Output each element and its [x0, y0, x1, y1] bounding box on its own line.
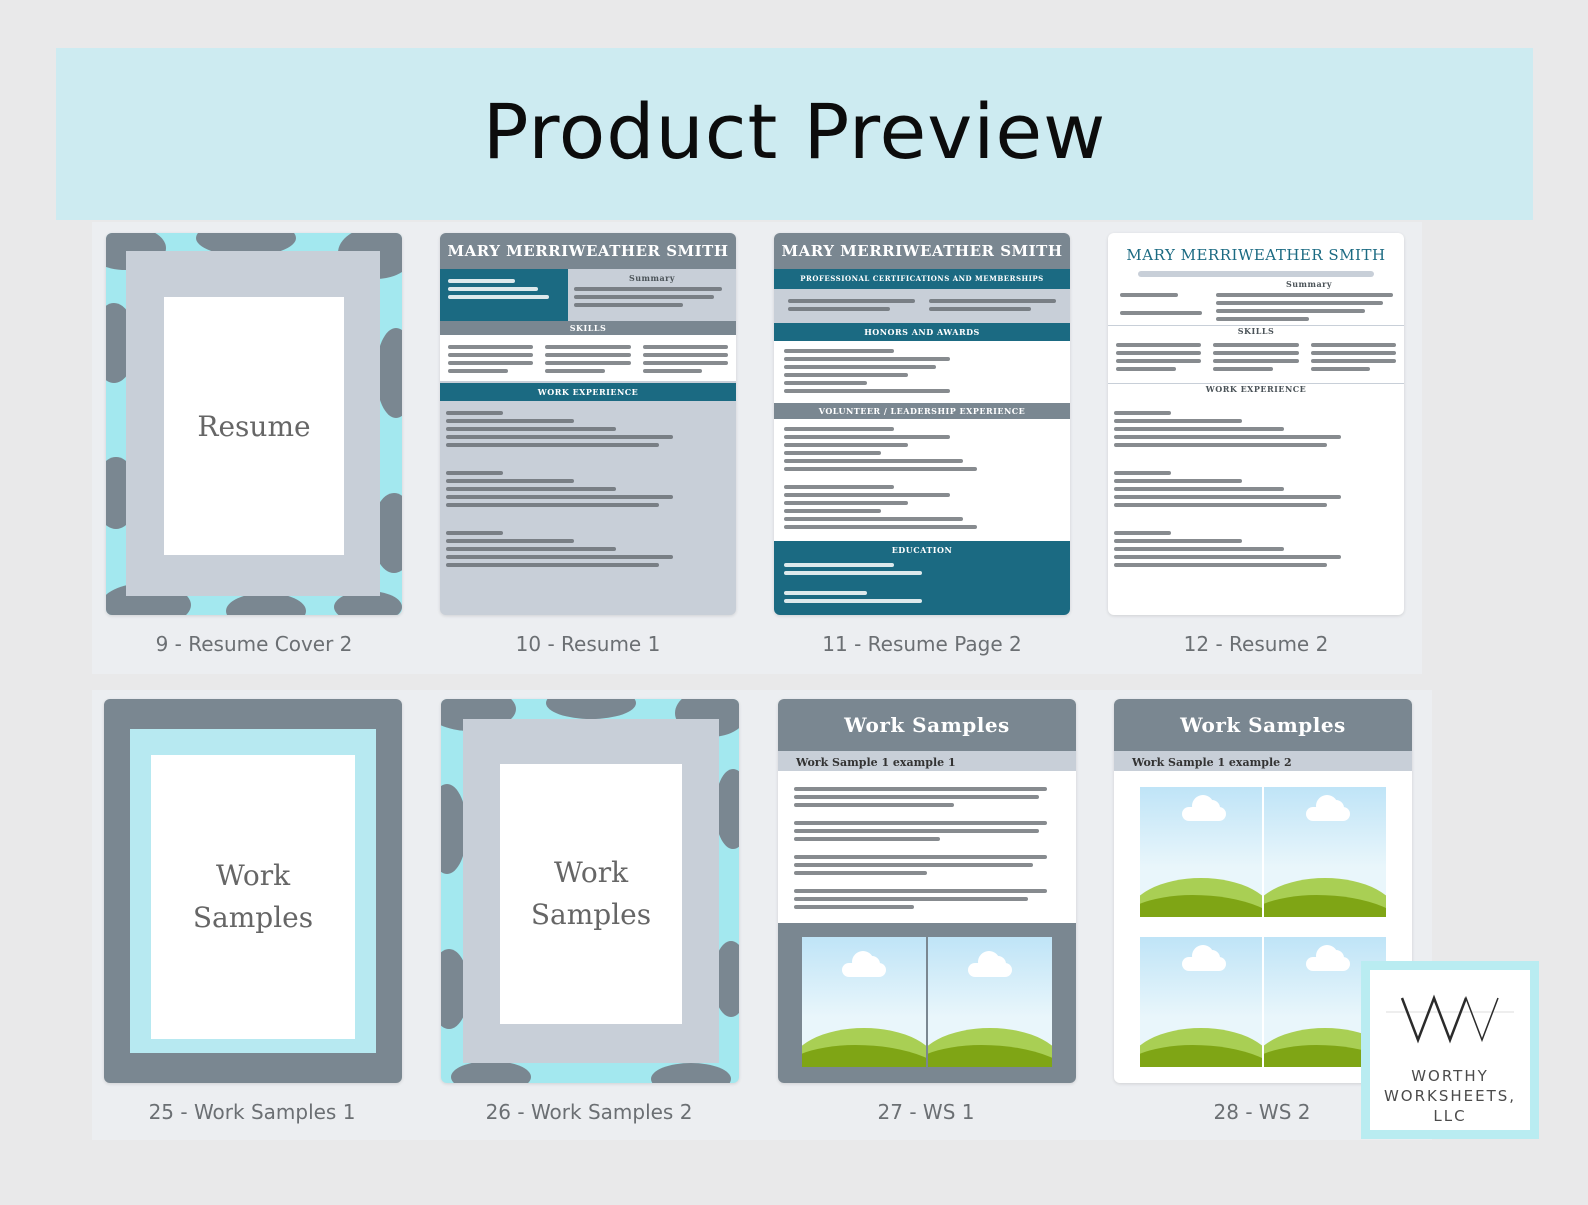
ww-monogram-icon: [1386, 994, 1514, 1044]
summary-label: Summary: [1285, 279, 1333, 289]
ws-subtitle-bar: Work Sample 1 example 1: [778, 751, 1076, 771]
cloud-icon: [1306, 795, 1350, 821]
product-preview-banner: Product Preview: [56, 48, 1533, 220]
summary-block: Summary: [1212, 275, 1404, 329]
placeholder-image: [802, 937, 926, 1067]
cover-paper: Work Samples: [500, 764, 682, 1024]
banner-title: Product Preview: [482, 86, 1107, 176]
ws-header: Work Samples: [1114, 699, 1412, 751]
cloud-icon: [968, 951, 1012, 977]
cloud-icon: [1182, 945, 1226, 971]
ws-header: Work Samples: [778, 699, 1076, 751]
page-thumbnail-ws-2[interactable]: Work Samples Work Sample 1 example 2: [1114, 699, 1412, 1083]
contact-block: [440, 269, 568, 321]
ws-subtitle-bar: Work Sample 1 example 2: [1114, 751, 1412, 771]
ws-title: Work Samples: [844, 713, 1010, 737]
education-bar: EDUCATION: [891, 545, 953, 555]
cloud-icon: [1306, 945, 1350, 971]
experience-list: [1114, 407, 1398, 571]
cover-paper: Work Samples: [151, 755, 355, 1039]
experience-list: [446, 407, 730, 571]
page-caption: 28 - WS 2: [1213, 1100, 1311, 1124]
skills-label: SKILLS: [1108, 325, 1404, 336]
page-caption: 9 - Resume Cover 2: [155, 632, 353, 656]
resume-header: MARY MERRIWEATHER SMITH: [1108, 241, 1404, 269]
page-caption: 11 - Resume Page 2: [822, 632, 1022, 656]
cover-title-line-1: Work: [553, 856, 629, 889]
page-caption: 25 - Work Samples 1: [148, 1100, 356, 1124]
education-block: EDUCATION: [774, 541, 1070, 615]
resume-header: MARY MERRIWEATHER SMITH: [774, 233, 1070, 269]
certifications-list: [774, 289, 1070, 323]
ws-body-text: [794, 783, 1060, 931]
page-caption: 26 - Work Samples 2: [485, 1100, 693, 1124]
logo-line-2: WORKSHEETS,: [1383, 1087, 1517, 1105]
volunteer-bar: VOLUNTEER / LEADERSHIP EXPERIENCE: [774, 403, 1070, 419]
worthy-worksheets-logo: WORTHY WORKSHEETS, LLC: [1361, 961, 1539, 1139]
page-thumbnail-work-samples-2[interactable]: Work Samples: [441, 699, 739, 1083]
contact-block: [1114, 283, 1222, 325]
cover-paper: Resume: [164, 297, 344, 555]
header-rule: [1138, 271, 1374, 277]
skills-bar: SKILLS: [440, 321, 736, 335]
summary-block: Summary: [568, 269, 736, 321]
cover-title-line-2: Samples: [530, 898, 652, 931]
page-thumbnail-resume-1[interactable]: MARY MERRIWEATHER SMITH Summary SKILLS W…: [440, 233, 736, 615]
page-thumbnail-ws-1[interactable]: Work Samples Work Sample 1 example 1: [778, 699, 1076, 1083]
honors-list: [784, 345, 1060, 397]
ws-subtitle: Work Sample 1 example 2: [1132, 756, 1292, 769]
placeholder-image: [1140, 787, 1262, 917]
resume-name: MARY MERRIWEATHER SMITH: [1126, 246, 1386, 264]
placeholder-image: [1264, 787, 1386, 917]
resume-header: MARY MERRIWEATHER SMITH: [440, 233, 736, 269]
page-caption: 27 - WS 1: [877, 1100, 975, 1124]
volunteer-list: [784, 423, 1060, 533]
honors-bar: HONORS AND AWARDS: [774, 323, 1070, 341]
page-caption: 12 - Resume 2: [1183, 632, 1329, 656]
cloud-icon: [1182, 795, 1226, 821]
ws-subtitle: Work Sample 1 example 1: [796, 756, 956, 769]
page-thumbnail-resume-cover-2[interactable]: Resume: [106, 233, 402, 615]
page-thumbnail-resume-2[interactable]: MARY MERRIWEATHER SMITH Summary SKILLS W…: [1108, 233, 1404, 615]
placeholder-image: [928, 937, 1052, 1067]
cover-title: Resume: [197, 409, 311, 443]
cloud-icon: [842, 951, 886, 977]
skills-list: [1116, 339, 1396, 375]
resume-name: MARY MERRIWEATHER SMITH: [447, 242, 729, 260]
cover-title-line-2: Samples: [192, 901, 314, 934]
ws-title: Work Samples: [1180, 713, 1346, 737]
logo-line-1: WORTHY: [1411, 1067, 1489, 1085]
experience-bar: WORK EXPERIENCE: [440, 383, 736, 401]
skills-list: [440, 335, 736, 381]
page-thumbnail-resume-page-2[interactable]: MARY MERRIWEATHER SMITH PROFESSIONAL CER…: [774, 233, 1070, 615]
placeholder-image: [1140, 937, 1262, 1067]
page-caption: 10 - Resume 1: [515, 632, 661, 656]
cover-title-line-1: Work: [215, 859, 291, 892]
experience-label: WORK EXPERIENCE: [1108, 383, 1404, 394]
logo-line-3: LLC: [1433, 1107, 1467, 1125]
resume-name: MARY MERRIWEATHER SMITH: [781, 242, 1063, 260]
certifications-bar: PROFESSIONAL CERTIFICATIONS AND MEMBERSH…: [774, 269, 1070, 289]
summary-label: Summary: [628, 273, 676, 283]
ws-image-panel: [778, 923, 1076, 1083]
page-thumbnail-work-samples-1[interactable]: Work Samples: [104, 699, 402, 1083]
